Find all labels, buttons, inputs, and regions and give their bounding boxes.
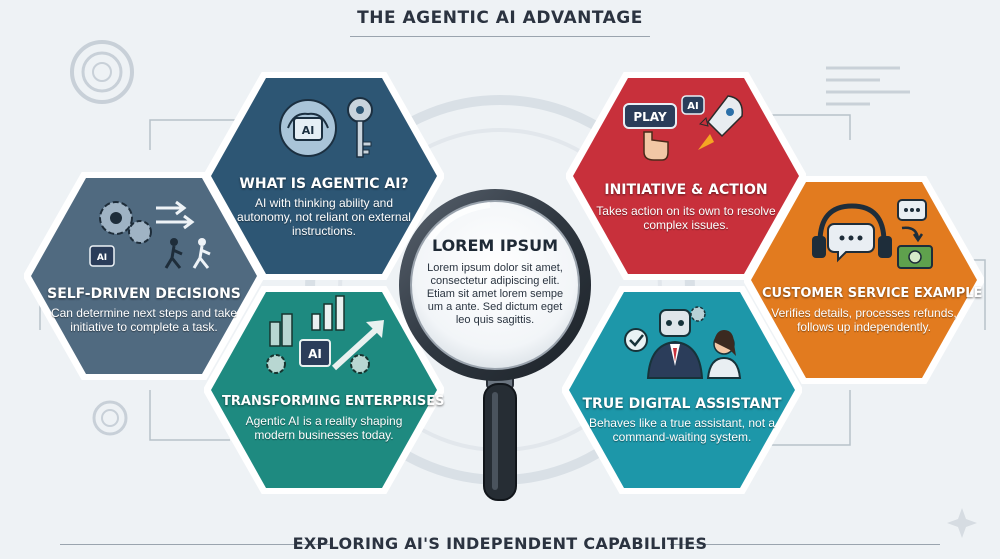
footer-rule-right — [670, 544, 940, 545]
svg-text:AI: AI — [687, 101, 698, 112]
panel-transforming-enterprises: AI TRANSFORMING ENTERPRISES Agentic AI i… — [204, 286, 444, 494]
panel-body: Takes action on its own to resolve compl… — [596, 204, 776, 232]
footer-rule-left — [60, 544, 330, 545]
panel-body: Can determine next steps and take initia… — [50, 306, 238, 334]
ai-growth-icon: AI — [266, 295, 384, 374]
panel-true-digital-assistant: TRUE DIGITAL ASSISTANT Behaves like a tr… — [562, 286, 802, 494]
page-subtitle: EXPLORING AI'S INDEPENDENT CAPABILITIES — [292, 534, 708, 553]
panel-title: INITIATIVE & ACTION — [604, 182, 768, 198]
target-decoration-icon — [92, 400, 128, 436]
hexagon-shape — [204, 72, 444, 280]
hexagon-shape — [744, 176, 984, 384]
panel-self-driven-decisions: AI SELF-DRIVEN DECISIONS Can determine n… — [24, 172, 264, 380]
page-title: THE AGENTIC AI ADVANTAGE — [357, 8, 643, 28]
panel-body: Verifies details, processes refunds, fol… — [771, 306, 957, 334]
panel-body: AI with thinking ability and autonomy, n… — [237, 196, 411, 238]
panel-title: SELF-DRIVEN DECISIONS — [47, 286, 241, 302]
headset-chat-icon — [812, 199, 933, 269]
panel-title: TRANSFORMING ENTERPRISES — [222, 394, 445, 409]
chip-label: AI — [302, 124, 315, 137]
play-rocket-icon: PLAY AI — [623, 95, 743, 161]
robot-assistant-icon — [624, 306, 742, 379]
svg-text:PLAY: PLAY — [633, 110, 667, 124]
svg-text:AI: AI — [308, 347, 322, 361]
sparkle-icon — [947, 508, 977, 538]
panel-title: CUSTOMER SERVICE EXAMPLE — [762, 286, 983, 301]
panel-body: Behaves like a true assistant, not a com… — [588, 416, 776, 444]
lines-decoration — [826, 66, 910, 106]
panel-what-is-agentic-ai: AI WHAT IS AGENTIC AI? AI with thinking … — [204, 72, 444, 280]
panel-customer-service-example: CUSTOMER SERVICE EXAMPLE Verifies detail… — [744, 176, 984, 384]
target-decoration-icon — [70, 40, 134, 104]
hexagon-shape — [24, 172, 264, 380]
panel-title: TRUE DIGITAL ASSISTANT — [582, 396, 782, 412]
panel-title: WHAT IS AGENTIC AI? — [239, 176, 409, 192]
panel-initiative-action: PLAY AI INITIATIVE & ACTION Takes action… — [566, 72, 806, 280]
svg-text:AI: AI — [97, 253, 107, 263]
panel-body: Agentic AI is a reality shaping modern b… — [245, 414, 403, 442]
header-rule — [350, 36, 650, 37]
lens-title: LOREM IPSUM — [431, 236, 559, 255]
brain-key-icon: AI — [279, 97, 373, 158]
hexagon-shape — [204, 286, 444, 494]
gears-arrows-icon: AI — [89, 200, 211, 269]
lens-body: Lorem ipsum dolor sit amet, consectetur … — [426, 262, 564, 326]
